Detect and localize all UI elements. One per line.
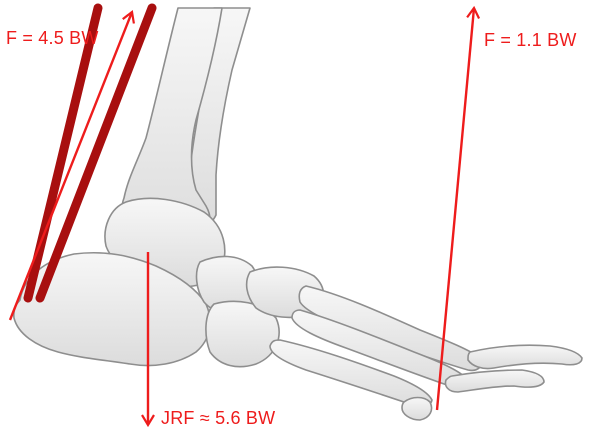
toe-phalanges (468, 345, 582, 368)
joint-reaction-force-label: JRF ≈ 5.6 BW (161, 408, 275, 429)
forefoot-force-label: F = 1.1 BW (484, 30, 577, 51)
achilles-force-label: F = 4.5 BW (6, 28, 99, 49)
sesamoid-bone (402, 398, 432, 421)
